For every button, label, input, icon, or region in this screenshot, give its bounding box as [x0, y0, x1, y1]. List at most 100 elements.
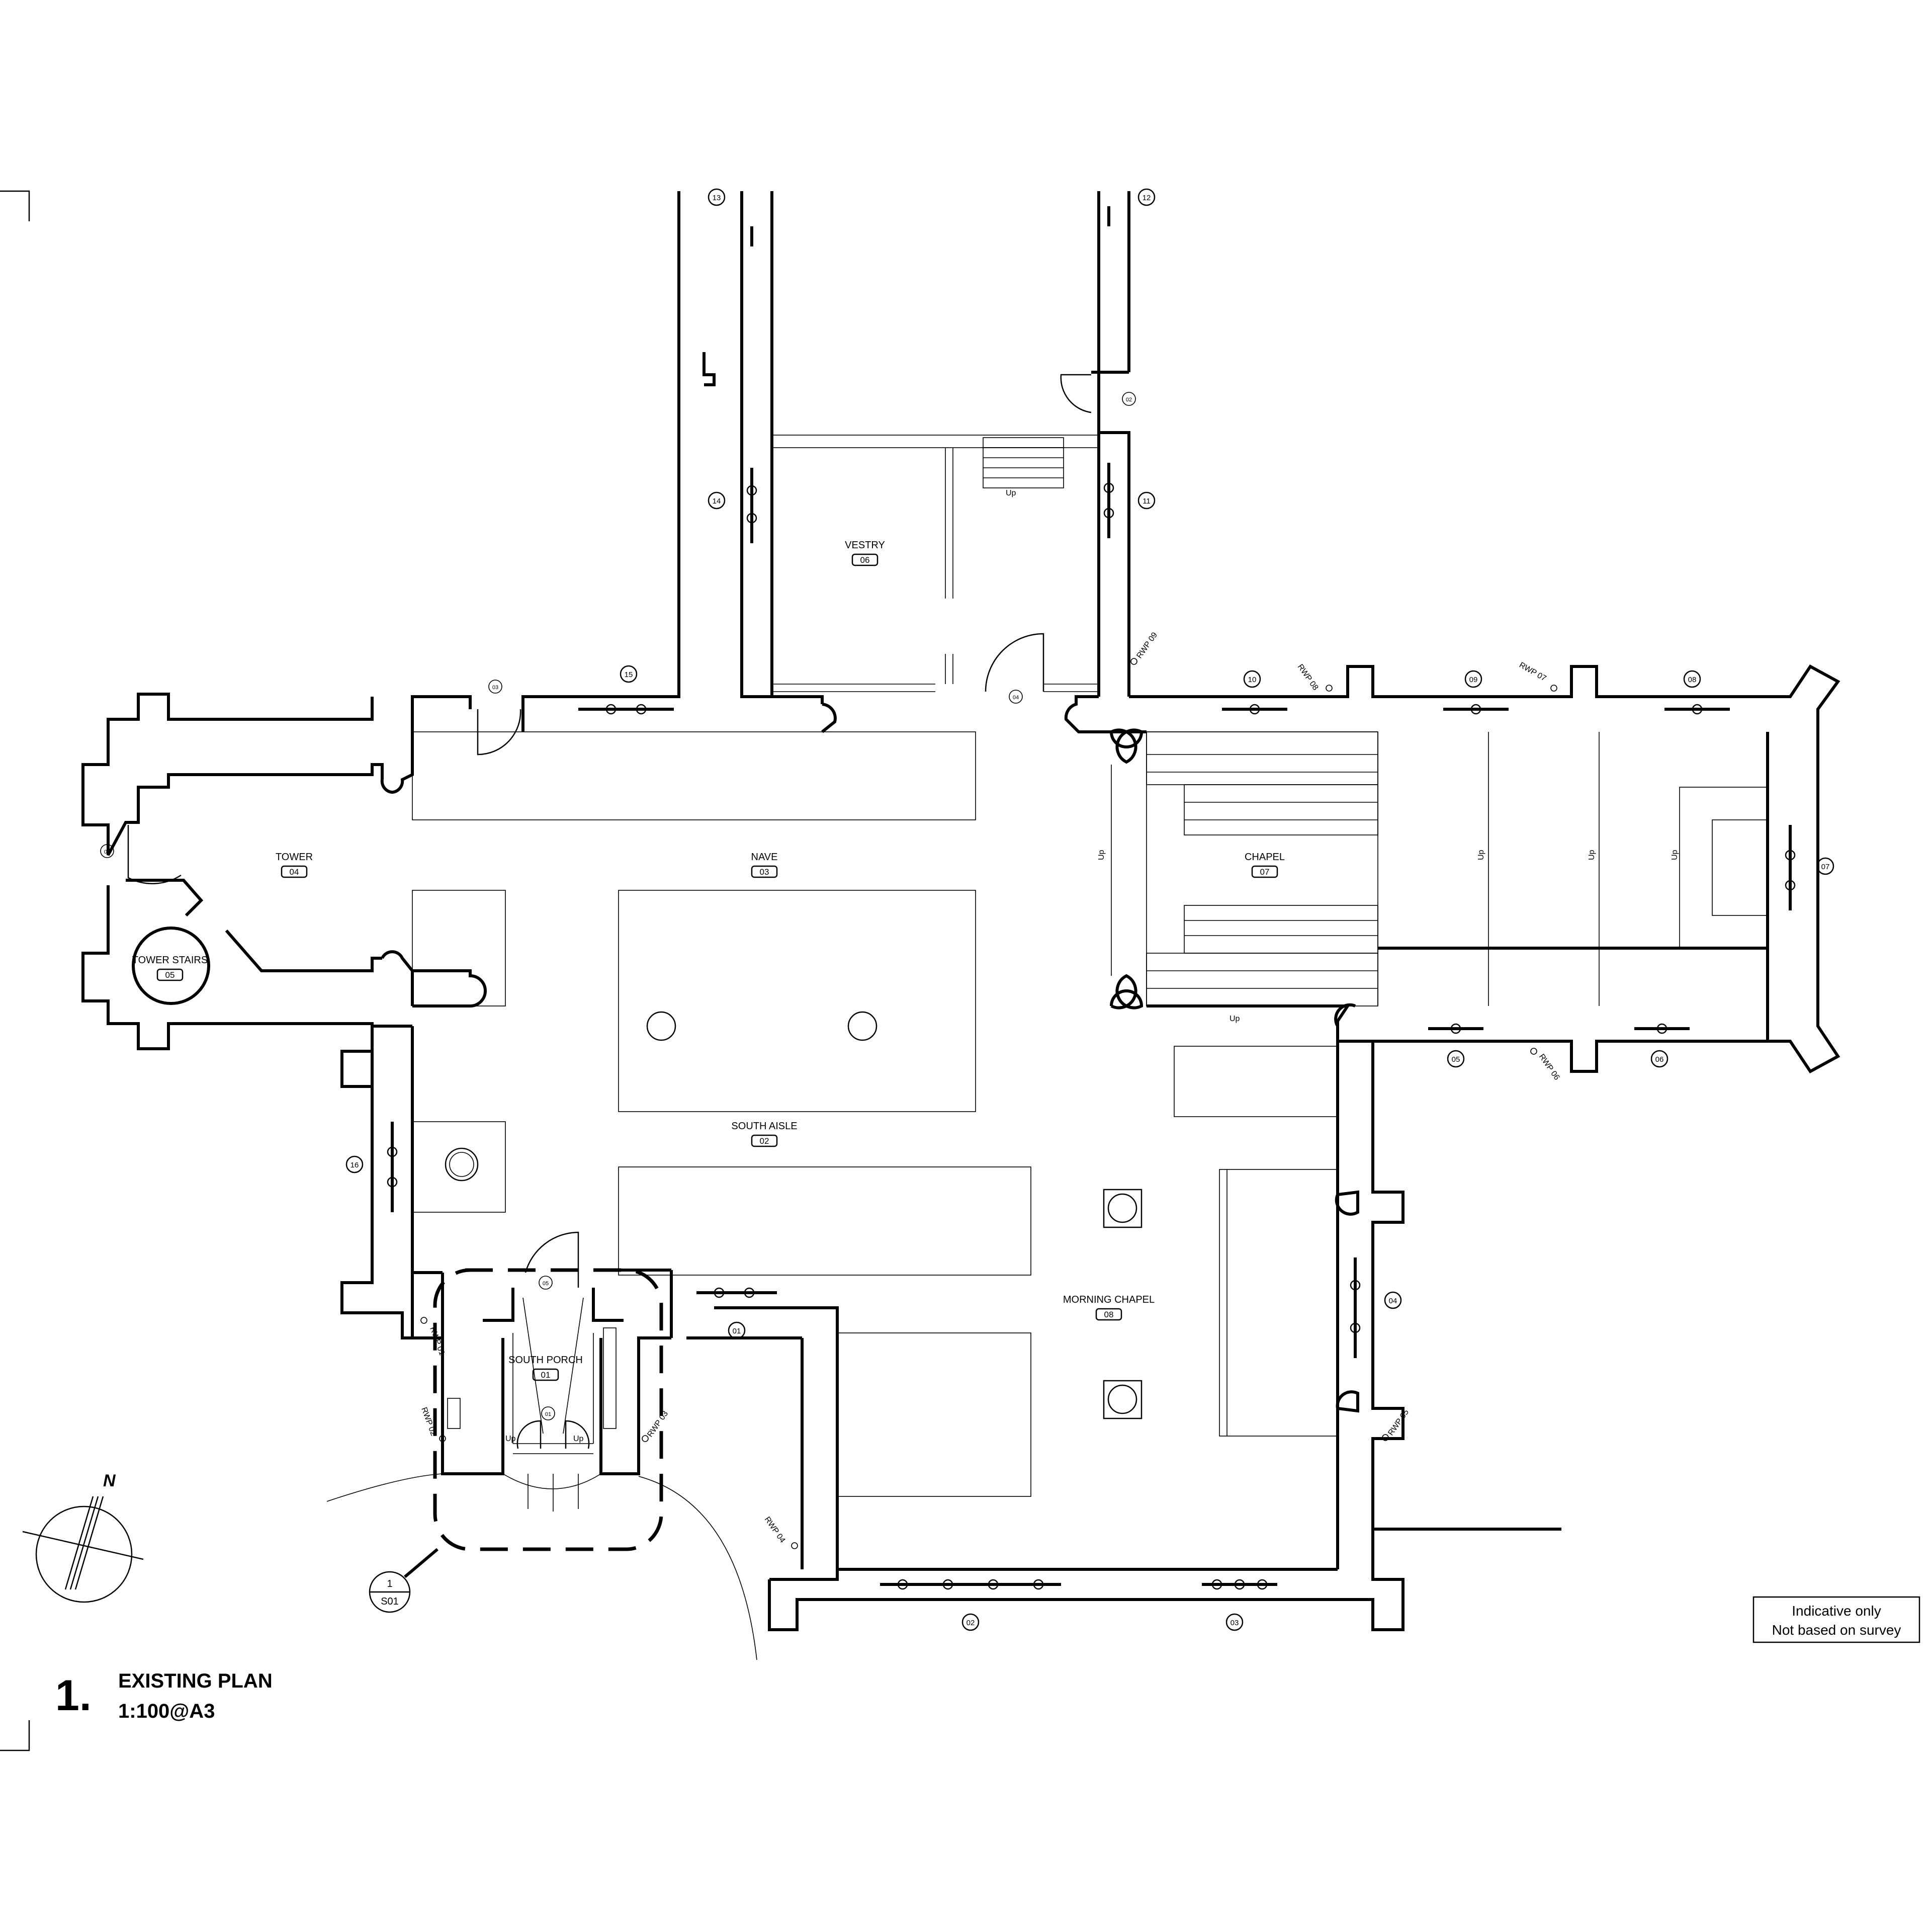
window-tag: 06: [1650, 1050, 1669, 1068]
stair-up-label: Up: [1097, 850, 1106, 860]
svg-text:14: 14: [713, 497, 721, 506]
svg-text:09: 09: [1469, 676, 1478, 684]
room-number-vestry: 06: [860, 555, 870, 565]
rwp-marker: RWP 05: [1382, 1408, 1411, 1441]
title-number: 1.: [55, 1671, 92, 1720]
north-arrow: N: [22, 1471, 144, 1603]
window-tag: 12: [1137, 188, 1156, 206]
svg-text:S01: S01: [381, 1596, 399, 1607]
room-nave: NAVE 03: [751, 852, 778, 878]
rwp-marker: RWP 03: [642, 1409, 670, 1442]
room-number-chapel: 07: [1260, 867, 1270, 877]
indicative-note: Indicative only Not based on survey: [1752, 1596, 1920, 1643]
window-tag: 04: [1384, 1291, 1402, 1309]
svg-text:15: 15: [625, 670, 633, 679]
svg-text:04: 04: [1389, 1297, 1397, 1305]
svg-text:12: 12: [1143, 194, 1151, 202]
svg-text:RWP 06: RWP 06: [1537, 1053, 1561, 1082]
svg-text:RWP 04: RWP 04: [763, 1516, 787, 1545]
room-number-tower-stairs: 05: [165, 970, 175, 980]
room-number-south-aisle: 02: [760, 1136, 769, 1146]
door-tag: 03: [488, 680, 502, 694]
room-label-south-aisle: SOUTH AISLE: [731, 1121, 797, 1132]
stair-labels: Up Up Up Up Up Up Up Up: [505, 489, 1679, 1443]
room-tower: TOWER 04: [276, 852, 313, 878]
window-tag: 16: [345, 1155, 364, 1173]
window-tag: 02: [961, 1613, 980, 1631]
window-tag: 09: [1464, 670, 1482, 688]
building-walls: [81, 191, 1840, 1631]
north-label: N: [103, 1471, 116, 1490]
room-morning-chapel: MORNING CHAPEL 08: [1063, 1294, 1155, 1321]
sheet-corner-marks: [0, 190, 30, 1751]
window-tag: 05: [1447, 1050, 1465, 1068]
note-line-2: Not based on survey: [1772, 1622, 1901, 1638]
svg-text:01: 01: [545, 1411, 551, 1417]
svg-text:03: 03: [492, 685, 498, 691]
window-tag: 01: [728, 1321, 746, 1339]
rwp-marker: RWP 06: [1530, 1048, 1561, 1082]
window-tag: 13: [708, 188, 726, 206]
room-label-morning-chapel: MORNING CHAPEL: [1063, 1294, 1155, 1305]
title-scale: 1:100@A3: [118, 1700, 215, 1722]
title-name: EXISTING PLAN: [118, 1670, 273, 1692]
room-label-tower: TOWER: [276, 852, 313, 863]
svg-text:06: 06: [1655, 1055, 1664, 1064]
svg-text:03: 03: [1231, 1619, 1239, 1627]
svg-text:02: 02: [1126, 397, 1132, 403]
stair-up-label: Up: [1671, 850, 1679, 860]
window-tag: 11: [1137, 491, 1156, 510]
svg-text:13: 13: [713, 194, 721, 202]
window-tag: 08: [1683, 670, 1701, 688]
room-number-tower: 04: [290, 867, 299, 877]
room-labels: VESTRY 06 TOWER 04 NAVE 03 CHAPEL 07 TOW…: [132, 540, 1285, 1381]
rwp-marker: RWP 04: [763, 1516, 798, 1549]
window-tag: 15: [620, 665, 638, 683]
porch-scope-outline: [433, 1268, 663, 1551]
room-label-tower-stairs: TOWER STAIRS: [132, 955, 208, 966]
rwp-marker: RWP 09: [1130, 631, 1159, 665]
rwp-marker: RWP 07: [1518, 661, 1557, 692]
svg-text:10: 10: [1248, 676, 1257, 684]
svg-text:RWP 09: RWP 09: [1135, 631, 1159, 660]
note-line-1: Indicative only: [1792, 1603, 1881, 1619]
svg-text:05: 05: [543, 1281, 549, 1287]
room-number-south-porch: 01: [541, 1370, 551, 1380]
stair-up-label: Up: [1477, 850, 1485, 860]
window-tags: 13 12 14 11 15 10 09 08 07 05 06 16 04 0…: [345, 188, 1834, 1631]
window-tag: 10: [1243, 670, 1261, 688]
room-label-south-porch: SOUTH PORCH: [508, 1355, 583, 1366]
room-number-morning-chapel: 08: [1104, 1310, 1114, 1319]
room-label-nave: NAVE: [751, 852, 778, 863]
svg-text:02: 02: [967, 1619, 975, 1627]
rainwater-pipes: RWP 09 RWP 08 RWP 07 RWP 06 RWP 05 RWP 0…: [419, 631, 1561, 1549]
window-tag: 07: [1816, 857, 1834, 875]
svg-text:01: 01: [733, 1327, 741, 1335]
svg-text:04: 04: [1013, 695, 1019, 701]
drawing-title: 1. EXISTING PLAN 1:100@A3: [55, 1670, 273, 1722]
stair-up-label: Up: [1588, 850, 1596, 860]
windows-glazing: [387, 206, 1796, 1590]
rwp-marker: RWP 08: [1296, 663, 1333, 692]
room-south-porch: SOUTH PORCH 01: [508, 1355, 583, 1381]
door-tag: 05: [539, 1276, 553, 1290]
door-tag: 04: [100, 844, 114, 858]
pilasters: [1110, 728, 1359, 1413]
svg-text:05: 05: [1452, 1055, 1460, 1064]
door-tag: 02: [1122, 392, 1136, 406]
furniture: [326, 435, 1768, 1660]
room-label-chapel: CHAPEL: [1245, 852, 1285, 863]
room-label-vestry: VESTRY: [845, 540, 885, 551]
window-tag: 14: [708, 491, 726, 510]
room-tower-stairs: TOWER STAIRS 05: [132, 955, 208, 981]
stair-up-label: Up: [505, 1435, 516, 1443]
svg-text:04: 04: [104, 849, 110, 855]
doors: [127, 374, 1092, 1449]
door-tags: 02 03 04 04 05 01: [100, 392, 1136, 1420]
svg-text:1: 1: [387, 1578, 392, 1589]
stair-up-label: Up: [1006, 489, 1016, 497]
door-tag: 01: [541, 1406, 555, 1420]
svg-text:16: 16: [350, 1161, 359, 1169]
svg-text:RWP 08: RWP 08: [1296, 663, 1320, 692]
